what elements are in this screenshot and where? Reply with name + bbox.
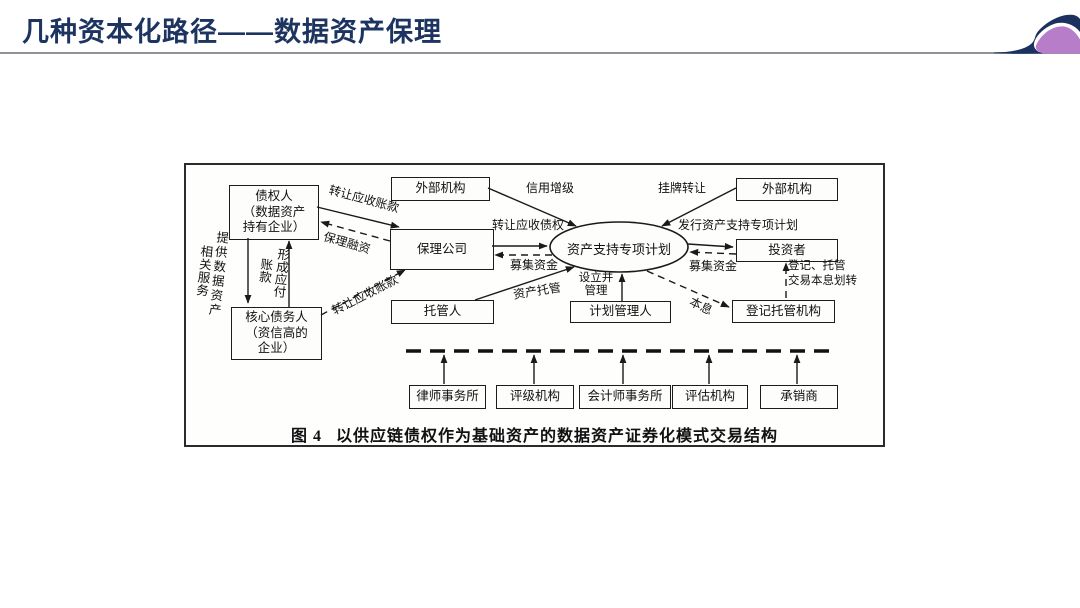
- page-title: 几种资本化路径——数据资产保理: [22, 17, 442, 47]
- node-law-firm: 律师事务所: [409, 385, 486, 409]
- edge-label-establish-manage-line: 设立并: [578, 272, 614, 284]
- title-divider: [0, 52, 1080, 54]
- figure-caption-text: 以供应链债权作为基础资产的数据资产证券化模式交易结构: [336, 428, 779, 445]
- brand-wave-icon: [994, 14, 1080, 54]
- node-plan-manager: 计划管理人: [570, 301, 671, 323]
- edge-label-registry-note-line: 登记、托管: [788, 260, 846, 272]
- node-external-agency-right: 外部机构: [736, 178, 838, 201]
- edge-label-issue-abs-plan: 发行资产支持专项计划: [677, 218, 798, 232]
- node-creditor-line: （数据资产: [242, 204, 306, 219]
- node-rating-agency: 评级机构: [496, 385, 574, 409]
- node-creditor: 债权人 （数据资产 持有企业）: [229, 185, 319, 240]
- securitization-structure-figure: 债权人 （数据资产 持有企业） 外部机构 保理公司 托管人 外部机构 投资者 计…: [184, 163, 885, 447]
- arrow-issue-plan: [687, 242, 734, 250]
- edge-label-asset-custody: 资产托管: [512, 280, 562, 302]
- node-accounting-firm: 会计师事务所: [579, 385, 671, 409]
- edge-label-form-payables-col2: 账款: [256, 257, 273, 284]
- node-creditor-line: 持有企业）: [242, 220, 306, 235]
- edge-label-raise-funds-right: 募集资金: [688, 259, 737, 273]
- edge-label-registry-note-line: 交易本息划转: [788, 275, 857, 287]
- node-factoring-company: 保理公司: [390, 229, 494, 270]
- node-spv-label: 资产支持专项计划: [566, 242, 671, 257]
- edge-label-factoring-financing: 保理融资: [321, 229, 372, 257]
- figure-caption-number: 图 4: [290, 428, 322, 445]
- edge-label-raise-funds-left: 募集资金: [509, 258, 558, 272]
- node-investor: 投资者: [736, 239, 838, 262]
- node-underwriter: 承销商: [760, 385, 838, 409]
- arrow-raise-funds-right: [689, 248, 737, 256]
- node-core-debtor-line: 企业）: [257, 341, 296, 356]
- node-registry-custody-agency: 登记托管机构: [732, 300, 835, 323]
- node-external-agency-left: 外部机构: [391, 177, 490, 201]
- edge-label-establish-manage-line: 管理: [584, 285, 608, 297]
- edge-label-registry-note: 登记、托管 交易本息划转: [788, 259, 874, 289]
- node-appraisal-agency: 评估机构: [672, 385, 748, 409]
- node-core-debtor: 核心债务人 （资信高的 企业）: [231, 307, 322, 360]
- node-creditor-line: 债权人: [255, 189, 293, 204]
- edge-label-listing-transfer: 挂牌转让: [657, 181, 706, 195]
- edge-label-establish-manage: 设立并 管理: [572, 272, 620, 298]
- node-core-debtor-line: 核心债务人: [245, 310, 308, 325]
- node-core-debtor-line: （资信高的: [245, 325, 308, 340]
- edge-label-credit-enhancement: 信用增级: [525, 181, 574, 195]
- edge-label-transfer-claims: 转让应收债权: [491, 218, 564, 232]
- node-custodian: 托管人: [391, 300, 494, 324]
- edge-label-principal-interest: 本息: [687, 294, 715, 318]
- figure-caption: 图 4 以供应链债权作为基础资产的数据资产证券化模式交易结构: [186, 422, 883, 446]
